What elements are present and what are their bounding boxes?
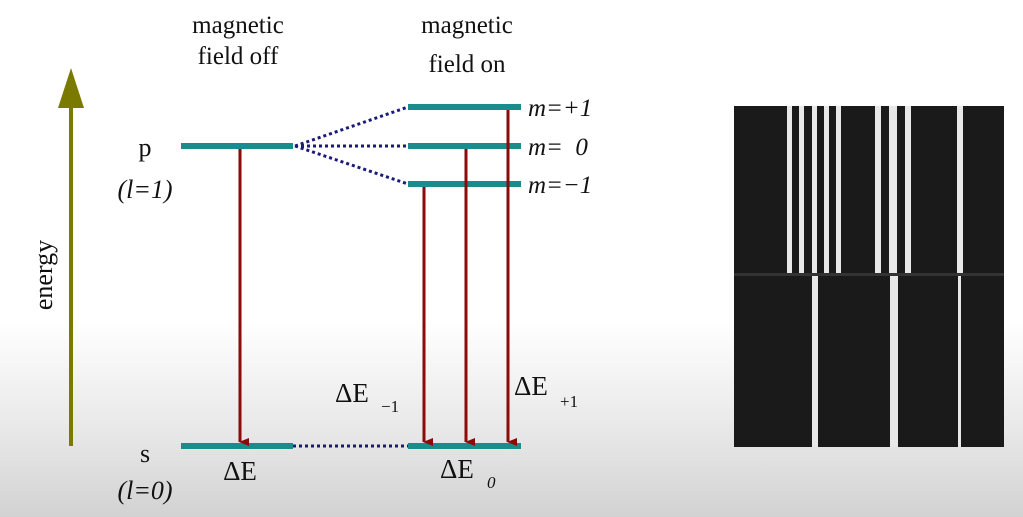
s-l-label: (l=0) bbox=[117, 476, 172, 505]
m-plus1-label: m=+1 bbox=[528, 95, 592, 122]
spectral-line bbox=[958, 276, 961, 447]
p-l-label: (l=1) bbox=[117, 175, 172, 204]
energy-label: energy bbox=[29, 240, 58, 310]
split-line-minus1 bbox=[294, 144, 409, 186]
delta-ep1-label: ΔE bbox=[514, 371, 548, 401]
energy-arrowhead-icon bbox=[58, 68, 84, 108]
m-minus1-label: m=−1 bbox=[528, 172, 592, 199]
field-off-heading-2: field off bbox=[198, 43, 279, 70]
p-label: p bbox=[139, 133, 152, 162]
spectral-line bbox=[890, 276, 898, 447]
spectrum-photo bbox=[734, 106, 1004, 447]
delta-e0-label: ΔE bbox=[440, 454, 474, 484]
spectral-line bbox=[875, 106, 881, 274]
m-0-label: m= 0 bbox=[528, 134, 588, 161]
field-on-heading-1: magnetic bbox=[421, 12, 513, 39]
split-line-plus1 bbox=[294, 105, 409, 148]
spectral-line bbox=[905, 106, 911, 274]
delta-e-label: ΔE bbox=[223, 456, 257, 486]
field-off-heading-1: magnetic bbox=[192, 12, 284, 39]
delta-em1-label: ΔE bbox=[335, 378, 369, 408]
delta-em1-sub: −1 bbox=[381, 397, 399, 416]
spectral-line bbox=[836, 106, 841, 274]
delta-ep1-sub: +1 bbox=[560, 392, 578, 411]
spectral-line bbox=[799, 106, 804, 274]
s-label: s bbox=[140, 439, 150, 468]
spectral-line bbox=[812, 276, 818, 447]
spectral-line bbox=[787, 106, 792, 274]
spectral-line bbox=[889, 106, 897, 274]
spectral-line bbox=[812, 106, 817, 274]
field-on-heading-2: field on bbox=[428, 51, 506, 78]
spectral-line bbox=[824, 106, 829, 274]
delta-e0-sub: 0 bbox=[487, 473, 496, 492]
spectral-line bbox=[957, 106, 963, 274]
